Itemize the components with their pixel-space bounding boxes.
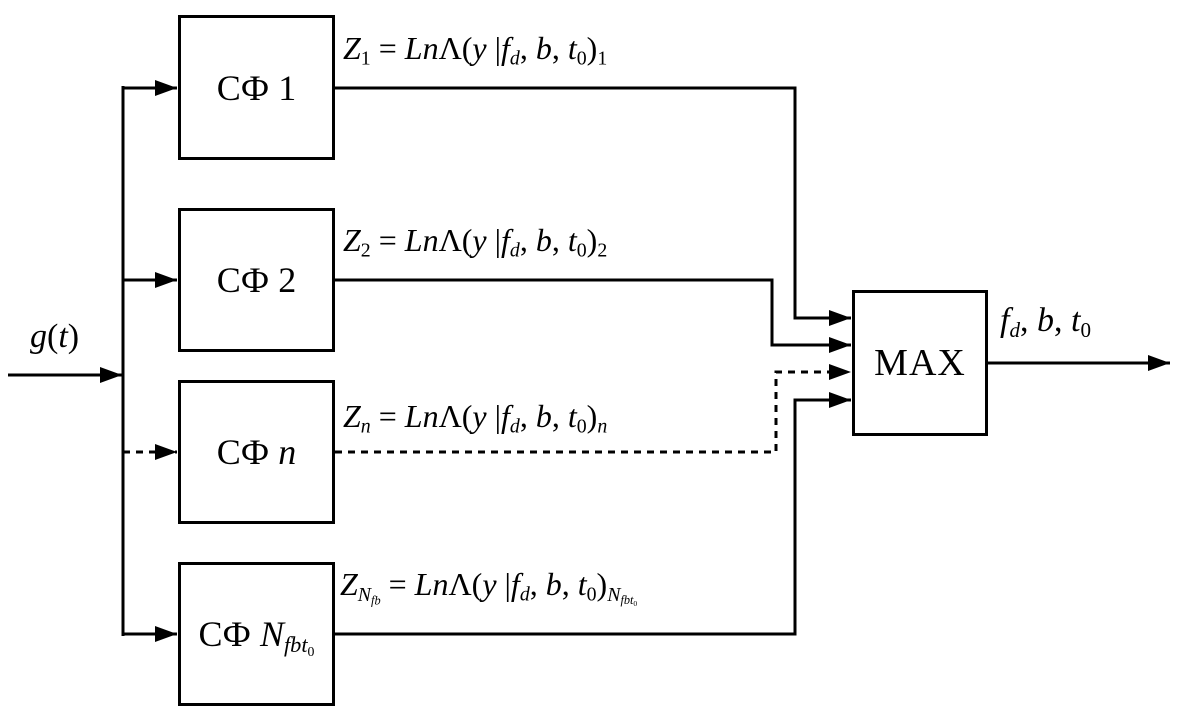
- filter-index: 2: [278, 260, 297, 300]
- max-label: MAX: [874, 342, 966, 384]
- filter-box-2: СФ 2: [178, 208, 335, 352]
- equation-z1: Z1 = LnΛ(y |fd, b, t0)1: [343, 30, 608, 70]
- max-box: MAX: [852, 290, 988, 436]
- filter-name: СФ: [216, 432, 270, 472]
- filter-box-1-label: СФ 1: [217, 67, 296, 109]
- input-signal-label: g(t): [30, 318, 80, 355]
- output-estimates-label: fd, b, t0: [1000, 302, 1091, 342]
- filter-box-n-label: СФ n: [217, 431, 296, 473]
- output-connector-4: [335, 392, 851, 636]
- filter-name: СФ: [216, 67, 270, 108]
- equation-z2: Z2 = LnΛ(y |fd, b, t0)2: [343, 222, 608, 262]
- filter-index: 1: [278, 67, 297, 108]
- filter-index: Nfbt0: [259, 614, 315, 660]
- filter-box-n: СФ n: [178, 380, 335, 524]
- filter-box-1: СФ 1: [178, 15, 335, 160]
- output-connector-n-dashed: [335, 364, 851, 454]
- equation-zN: ZNfb = LnΛ(y |fd, b, t0)Nfbt0: [340, 566, 638, 609]
- output-connector-2: [335, 278, 851, 353]
- filter-box-last-label: СФ Nfbt0: [198, 613, 315, 660]
- filter-box-last: СФ Nfbt0: [178, 562, 335, 706]
- equation-zn: Zn = LnΛ(y |fd, b, t0)n: [343, 398, 608, 438]
- filter-name: СФ: [198, 614, 251, 654]
- filter-name: СФ: [216, 260, 270, 300]
- output-connector-1: [335, 86, 851, 326]
- filter-box-2-label: СФ 2: [217, 259, 296, 301]
- filter-index: n: [278, 432, 297, 472]
